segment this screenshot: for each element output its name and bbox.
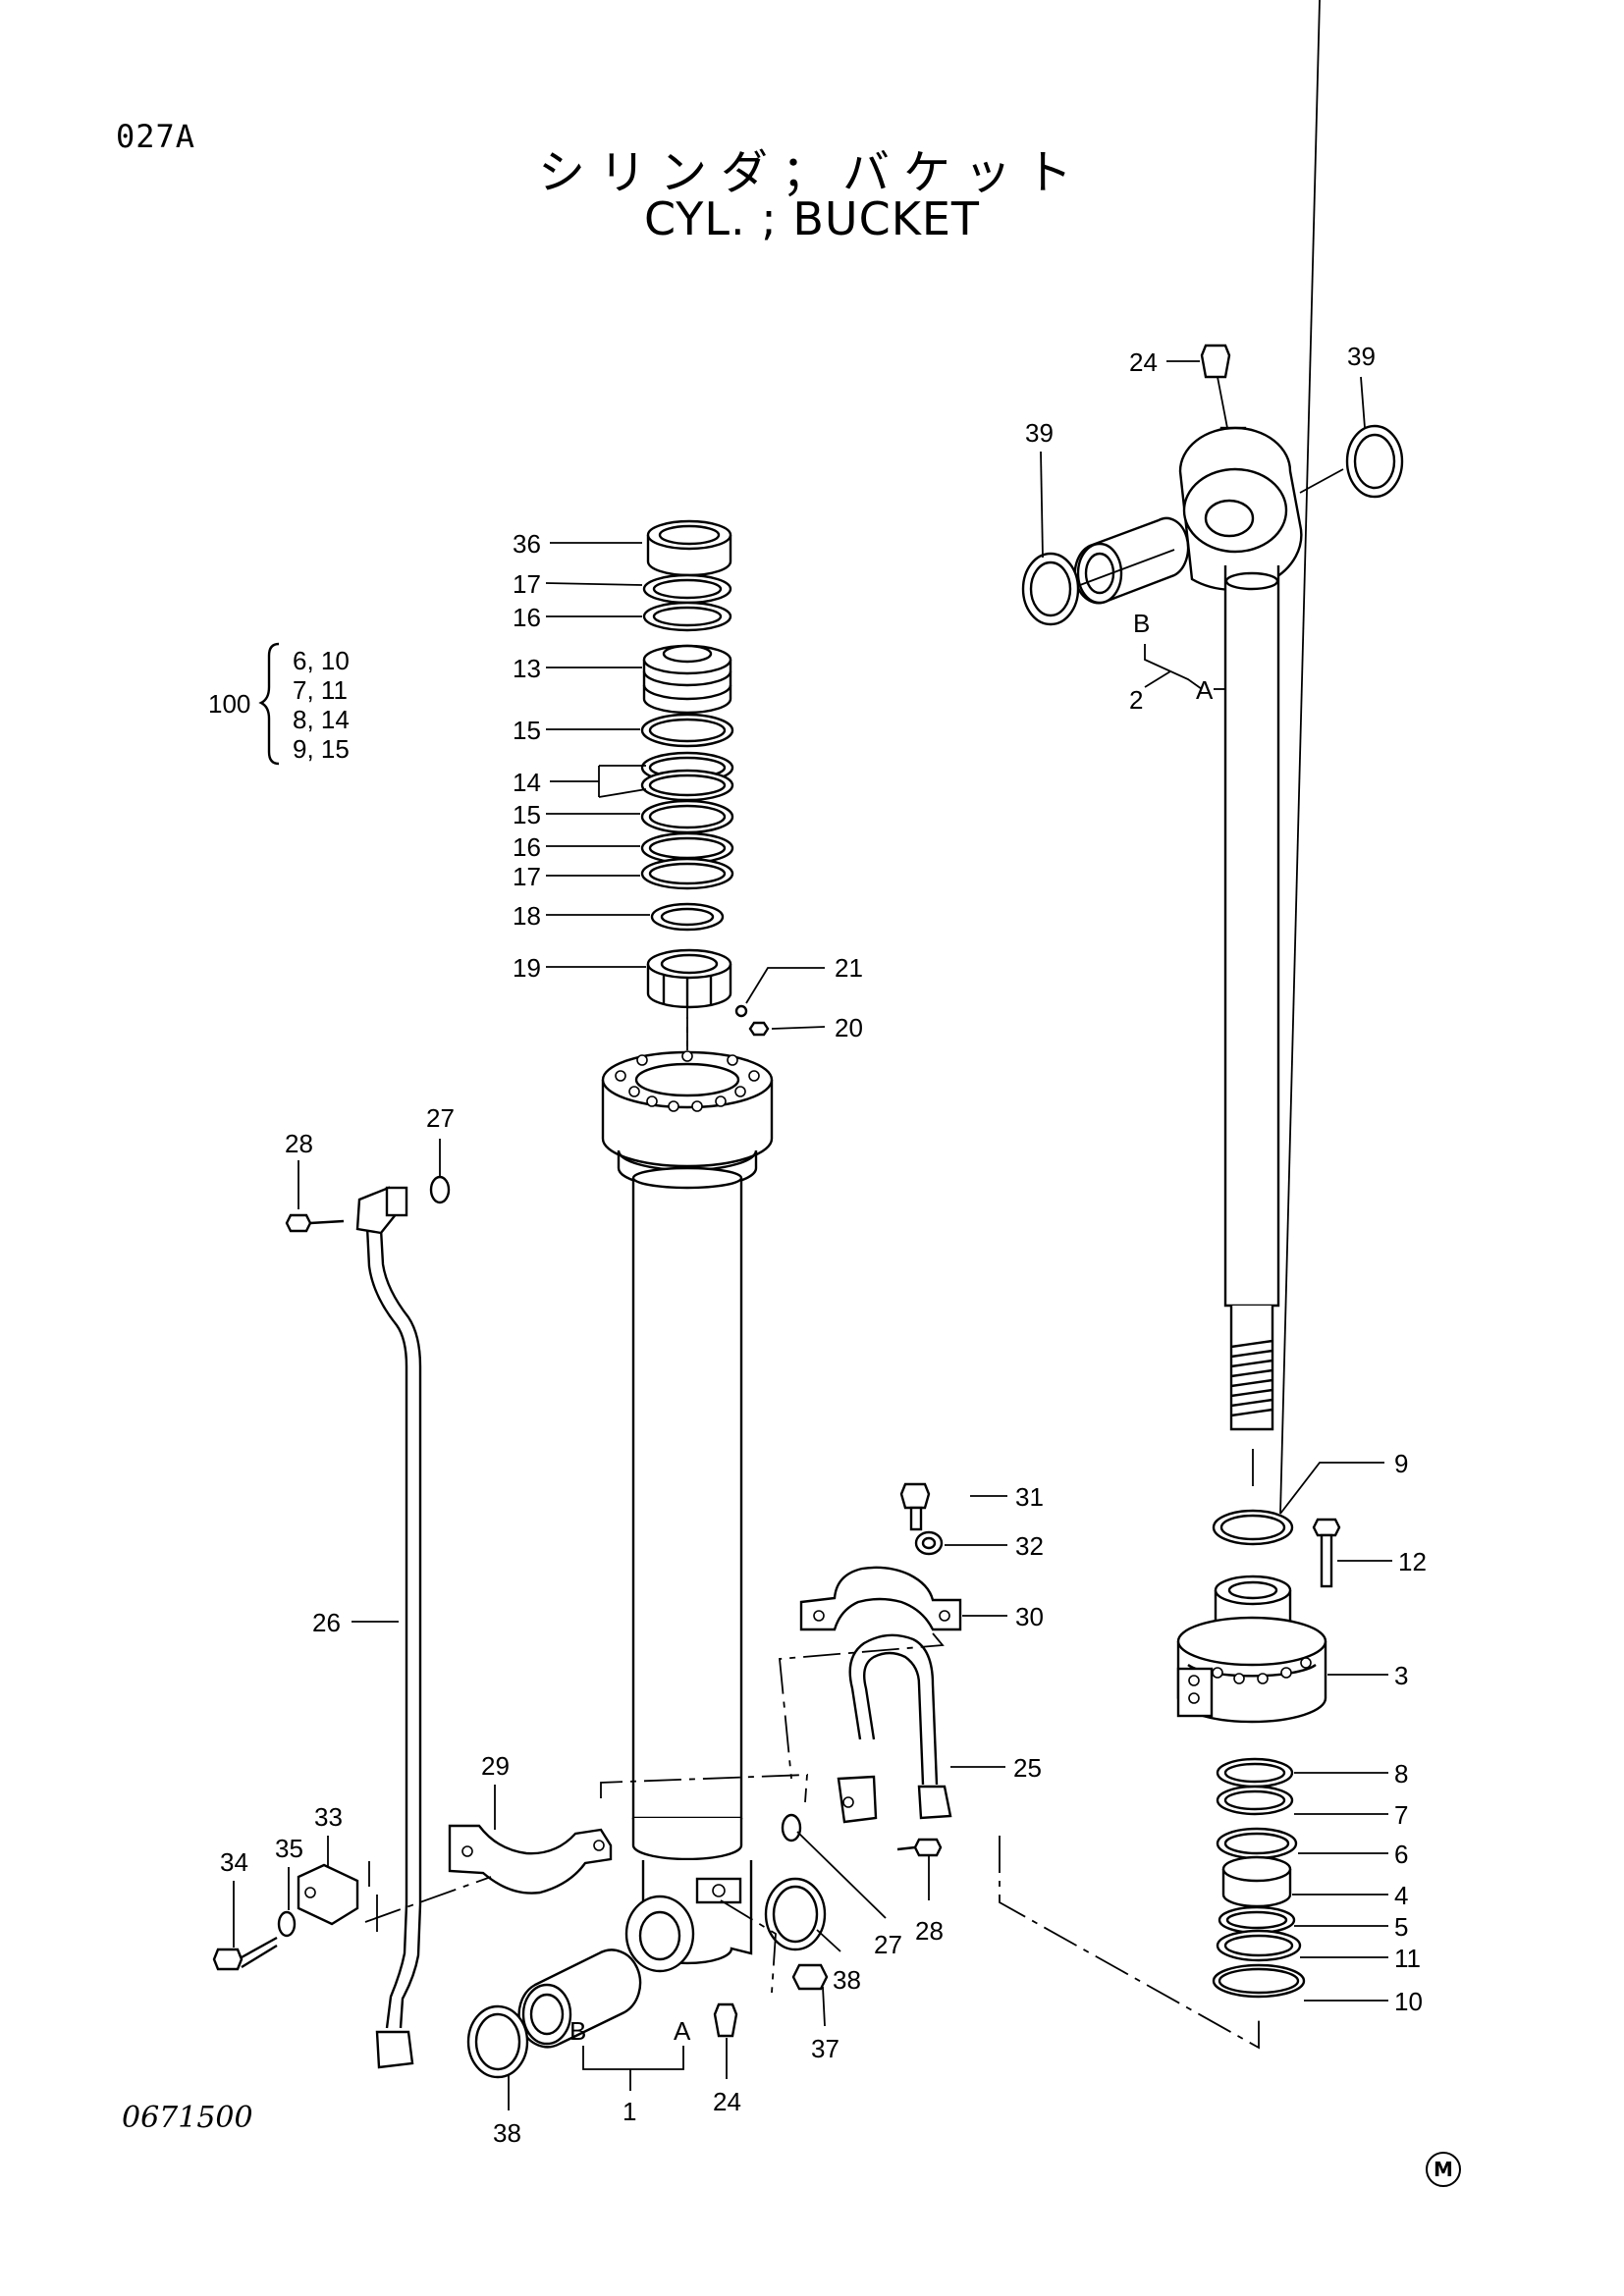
- m-mark: M: [1426, 2152, 1461, 2187]
- callout-label: 37: [811, 2034, 839, 2063]
- flange-bolt-holes: [615, 1050, 760, 1112]
- callout-label: A: [674, 2016, 691, 2046]
- callout-label: 27: [426, 1103, 455, 1133]
- callout-label: 18: [513, 901, 541, 931]
- callout-label: 3: [1394, 1661, 1408, 1690]
- kit-item: 8, 14: [293, 705, 350, 734]
- callout-label: 6: [1394, 1840, 1408, 1869]
- callout-label: 25: [1013, 1753, 1042, 1783]
- piping: [212, 1175, 962, 2069]
- callout-label: 5: [1394, 1912, 1408, 1942]
- callout-label: 39: [1347, 342, 1376, 371]
- callout-label: 28: [285, 1129, 313, 1158]
- callout-labels: 36 17 16 13 15 14 15 16 17 18 19 21 20 2…: [220, 342, 1427, 2148]
- callout-label: 38: [833, 1965, 861, 1995]
- callout-label: 32: [1015, 1531, 1044, 1561]
- callout-label: 16: [513, 603, 541, 632]
- callout-label: 4: [1394, 1881, 1408, 1910]
- piston-rod: [1021, 344, 1404, 1431]
- assembly-lines: [364, 982, 1260, 2050]
- page-code: 027A: [116, 118, 196, 155]
- callout-label: 34: [220, 1847, 248, 1877]
- seal-kit-group: 100 6, 10 7, 11 8, 14 9, 15: [208, 642, 350, 766]
- callout-label: 36: [513, 529, 541, 559]
- callout-label: 7: [1394, 1800, 1408, 1830]
- callout-label: 24: [1129, 347, 1158, 377]
- callout-label: 19: [513, 953, 541, 983]
- callout-label: 26: [312, 1608, 341, 1637]
- callout-label: 17: [513, 862, 541, 891]
- callout-label: 33: [314, 1802, 343, 1832]
- callout-label: 21: [835, 953, 863, 983]
- callout-label: 30: [1015, 1602, 1044, 1631]
- callout-label: 15: [513, 716, 541, 745]
- kit-number: 100: [208, 689, 250, 719]
- head-seal-stack: [640, 519, 770, 1046]
- callout-label: 24: [713, 2087, 741, 2116]
- callout-label: 12: [1398, 1547, 1427, 1576]
- callout-label: 13: [513, 654, 541, 683]
- piston-bolt-holes: [1212, 1657, 1312, 1684]
- callout-label: 9: [1394, 1449, 1408, 1478]
- leader-lines: [233, 0, 1392, 2110]
- kit-item: 6, 10: [293, 646, 350, 675]
- callout-label: 35: [275, 1834, 303, 1863]
- page-title-japanese: シリンダ；バケット: [537, 145, 1086, 200]
- callout-label: 2: [1129, 685, 1143, 715]
- callout-label: 11: [1394, 1944, 1421, 1973]
- callout-label: 10: [1394, 1987, 1423, 2016]
- callout-label: 20: [835, 1013, 863, 1042]
- callout-label: A: [1196, 675, 1214, 705]
- kit-item: 9, 15: [293, 734, 350, 764]
- callout-label: 38: [493, 2118, 521, 2148]
- callout-label: B: [569, 2016, 586, 2046]
- callout-label: 29: [481, 1751, 510, 1781]
- callout-label: 27: [874, 1930, 902, 1959]
- callout-label: 17: [513, 569, 541, 599]
- callout-label: 39: [1025, 418, 1054, 448]
- callout-label: 8: [1394, 1759, 1408, 1789]
- callout-label: B: [1133, 609, 1150, 638]
- callout-label: 15: [513, 800, 541, 829]
- kit-item: 7, 11: [293, 675, 348, 705]
- callout-label: 28: [915, 1916, 944, 1946]
- callout-label: 16: [513, 832, 541, 862]
- callout-label: 1: [623, 2097, 636, 2126]
- callout-label: 31: [1015, 1482, 1044, 1512]
- drawing-number: 0671500: [122, 2101, 253, 2135]
- cylinder-tube: [466, 1050, 829, 2079]
- callout-label: 14: [513, 768, 541, 797]
- page-title-english: CYL. ; BUCKET: [643, 192, 981, 245]
- piston-assembly: [1176, 1449, 1341, 1999]
